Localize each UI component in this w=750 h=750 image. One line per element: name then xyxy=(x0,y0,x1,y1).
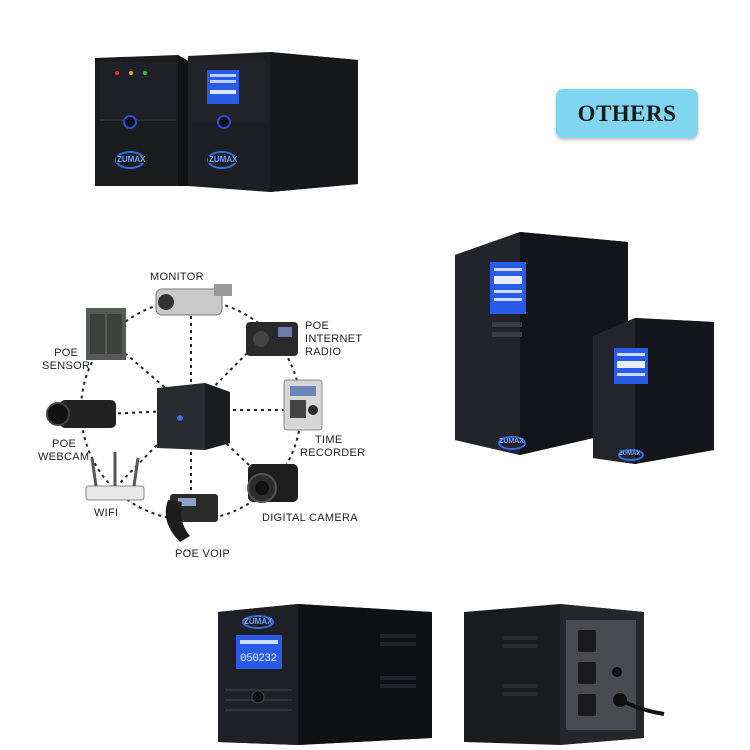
lcd-reading: 050232 xyxy=(240,653,277,665)
label-wifi: WIFI xyxy=(94,507,119,519)
label-poe-webcam: POE WEBCAM xyxy=(38,438,89,464)
label-poe-sensor: POE SENSOR xyxy=(42,347,90,373)
label-line: POE xyxy=(52,438,77,450)
label-line: SENSOR xyxy=(42,360,91,372)
label-line: TIME xyxy=(315,434,343,446)
logo-text-middle-right-2: ZUMAX xyxy=(619,451,641,457)
label-line: POE xyxy=(54,347,79,359)
label-line: INTERNET xyxy=(305,333,363,345)
label-poe-voip: POE VOIP xyxy=(175,548,230,560)
ups-rear-bottom-right xyxy=(464,604,665,745)
label-time-recorder: TIME RECORDER xyxy=(300,434,365,460)
logo-text-bottom-left: ZUMAX xyxy=(244,617,273,626)
label-digital-camera: DIGITAL CAMERA xyxy=(262,512,358,524)
label-line: RECORDER xyxy=(300,447,366,459)
logo-text-top-left-2: ZUMAX xyxy=(209,155,238,164)
logo-text-top-left-1: ZUMAX xyxy=(117,155,146,164)
network-devices xyxy=(46,284,323,542)
label-line: POE xyxy=(305,320,330,332)
logo-text-middle-right-1: ZUMAX xyxy=(499,438,524,445)
ups-pair-top-left xyxy=(95,52,358,192)
others-badge: OTHERS xyxy=(556,89,698,138)
label-monitor: MONITOR xyxy=(150,271,204,283)
ups-front-bottom-left xyxy=(218,604,432,745)
label-poe-internet-radio: POE INTERNET RADIO xyxy=(305,320,362,359)
ups-pair-middle-right xyxy=(455,232,714,464)
others-badge-label: OTHERS xyxy=(577,100,677,126)
label-line: WEBCAM xyxy=(38,451,90,463)
label-line: RADIO xyxy=(305,346,342,358)
